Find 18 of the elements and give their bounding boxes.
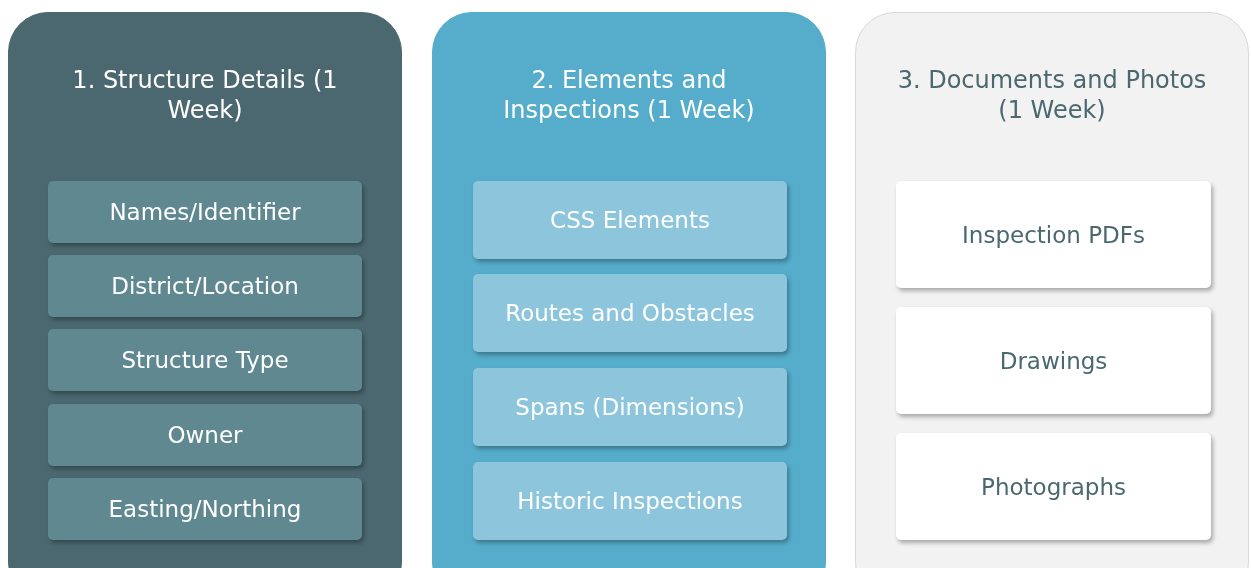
panel-title: 2. Elements and Inspections (1 Week) [502, 65, 756, 125]
panel-card [8, 12, 402, 568]
item-box: Drawings [896, 307, 1211, 414]
item-box: Structure Type [48, 329, 362, 391]
item-box: Spans (Dimensions) [473, 368, 787, 446]
item-box: Owner [48, 404, 362, 466]
panel-card [432, 12, 826, 568]
item-box: Historic Inspections [473, 462, 787, 540]
item-box: Names/Identifier [48, 181, 362, 243]
item-box: Routes and Obstacles [473, 274, 787, 352]
item-box: District/Location [48, 255, 362, 317]
item-box: Photographs [896, 433, 1211, 540]
item-box: CSS Elements [473, 181, 787, 259]
panel-title: 1. Structure Details (1 Week) [71, 65, 339, 125]
item-box: Inspection PDFs [896, 181, 1211, 288]
panel-title: 3. Documents and Photos (1 Week) [896, 65, 1208, 125]
item-box: Easting/Northing [48, 478, 362, 540]
panel-card [855, 12, 1249, 568]
